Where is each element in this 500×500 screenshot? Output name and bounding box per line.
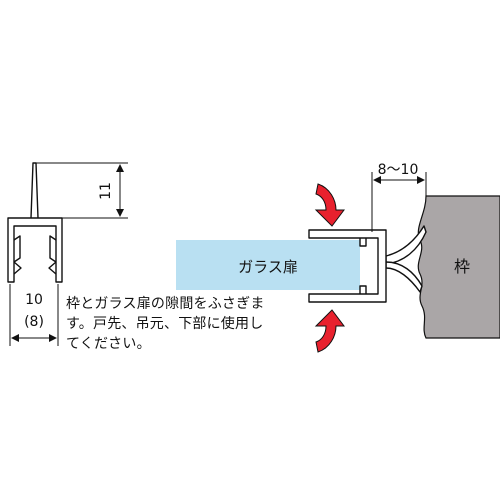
gap-dimension-label: 8〜10 (378, 162, 419, 178)
frame-label: 枠 (454, 257, 470, 276)
curved-arrow-icon (314, 183, 345, 227)
upper-arrow (314, 183, 345, 227)
height-dimension-label: 11 (98, 182, 114, 200)
height-dimension (36, 162, 128, 219)
glass-door (176, 240, 360, 290)
curved-arrow-icon (314, 309, 345, 353)
seal-profile (7, 162, 63, 283)
description-line: す。戸先、吊元、下部に使用し (66, 316, 264, 332)
description-text: 枠とガラス扉の隙間をふさぎま す。戸先、吊元、下部に使用し てください。 (66, 294, 302, 354)
width-dimension-alt-label: (8) (24, 314, 44, 330)
mounted-seal (308, 225, 427, 303)
width-dimension (9, 284, 59, 346)
width-dimension-label: 10 (25, 292, 43, 308)
gap-dimension (371, 172, 427, 232)
frame-block (417, 195, 500, 339)
glass-door-label: ガラス扉 (238, 258, 298, 276)
description-line: てください。 (66, 336, 151, 352)
description-line: 枠とガラス扉の隙間をふさぎま (66, 296, 265, 312)
lower-arrow (314, 309, 345, 353)
